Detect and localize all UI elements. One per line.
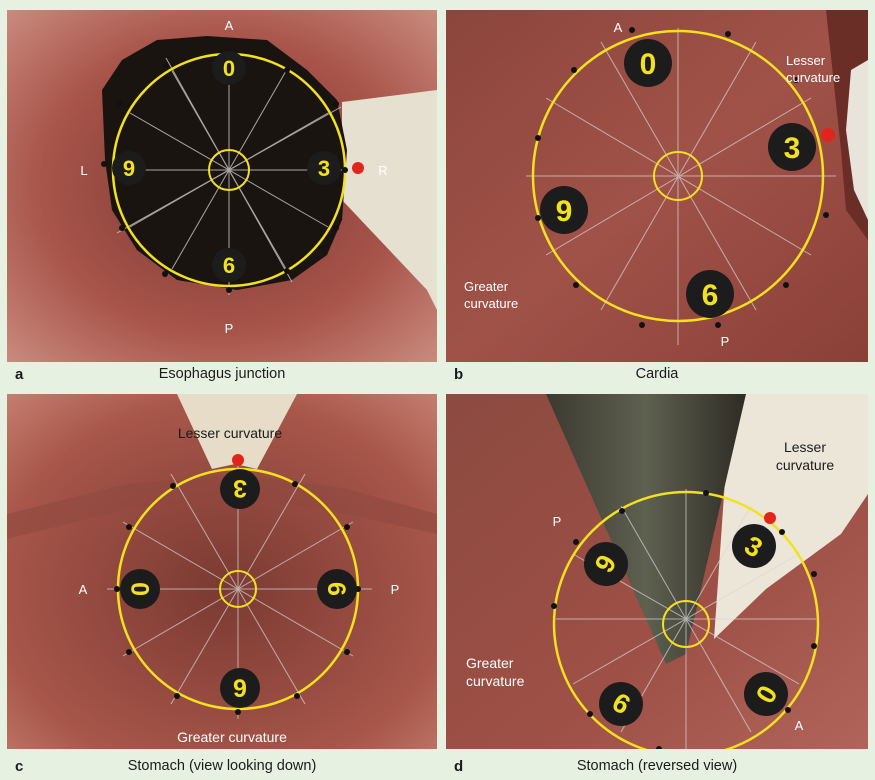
direction-label-r: R (378, 163, 387, 178)
clock-number-0: 0 (127, 582, 155, 596)
red-marker (232, 454, 244, 466)
panel-c-stomach-looking-down: 3 6 9 0 A P Lesser curvature Greater cur… (7, 394, 437, 749)
clock-number-3: 3 (233, 474, 247, 502)
panel-title: Stomach (reversed view) (446, 758, 868, 774)
panel-b-image: 0 3 6 9 A P Lesser curvature Greater cur… (446, 10, 868, 362)
red-marker (821, 128, 835, 142)
panel-c-image: 3 6 9 0 A P Lesser curvature Greater cur… (7, 394, 437, 749)
panel-title: Stomach (view looking down) (7, 758, 437, 774)
direction-label-a: A (79, 582, 88, 597)
direction-label-p: P (553, 514, 562, 529)
panel-d-stomach-reversed: 3 0 9 6 P A Lesser curvature Greater cur… (446, 394, 868, 749)
panel-d-image: 3 0 9 6 P A Lesser curvature Greater cur… (446, 394, 868, 749)
annotation-lesser-curvature: Lesser curvature (178, 425, 282, 441)
red-marker (764, 512, 776, 524)
panel-a-image: 0 3 6 9 A R P L (7, 10, 437, 362)
clock-number-9: 9 (123, 156, 135, 181)
caption-c: c Stomach (view looking down) (7, 756, 437, 778)
annotation-greater-curvature: Greater curvature (177, 729, 287, 745)
direction-label-a: A (614, 20, 623, 35)
clock-number-6: 6 (322, 582, 350, 596)
clock-number-9: 9 (233, 675, 247, 703)
annotation-greater-curvature: Greater curvature (466, 654, 548, 690)
clock-number-0: 0 (223, 56, 235, 81)
clock-number-3: 3 (784, 132, 801, 165)
red-marker (352, 162, 364, 174)
direction-label-a: A (795, 718, 804, 733)
clock-number-6: 6 (702, 279, 719, 312)
clock-number-6: 6 (223, 253, 235, 278)
caption-a: a Esophagus junction (7, 364, 437, 386)
panel-b-cardia: 0 3 6 9 A P Lesser curvature Greater cur… (446, 10, 868, 362)
annotation-lesser-curvature: Lesser curvature (786, 52, 856, 86)
clock-number-9: 9 (556, 195, 573, 228)
direction-label-a: A (225, 18, 234, 33)
caption-d: d Stomach (reversed view) (446, 756, 868, 778)
direction-label-p: P (391, 582, 400, 597)
clock-number-0: 0 (640, 48, 657, 81)
caption-b: b Cardia (446, 364, 868, 386)
panel-title: Cardia (446, 366, 868, 382)
annotation-lesser-curvature: Lesser curvature (768, 438, 842, 474)
clock-number-3: 3 (318, 156, 330, 181)
annotation-greater-curvature: Greater curvature (464, 278, 544, 312)
panel-a-esophagus-junction: 0 3 6 9 A R P L (7, 10, 437, 362)
direction-label-p: P (225, 321, 234, 336)
direction-label-l: L (80, 163, 87, 178)
direction-label-p: P (721, 334, 730, 349)
panel-title: Esophagus junction (7, 366, 437, 382)
